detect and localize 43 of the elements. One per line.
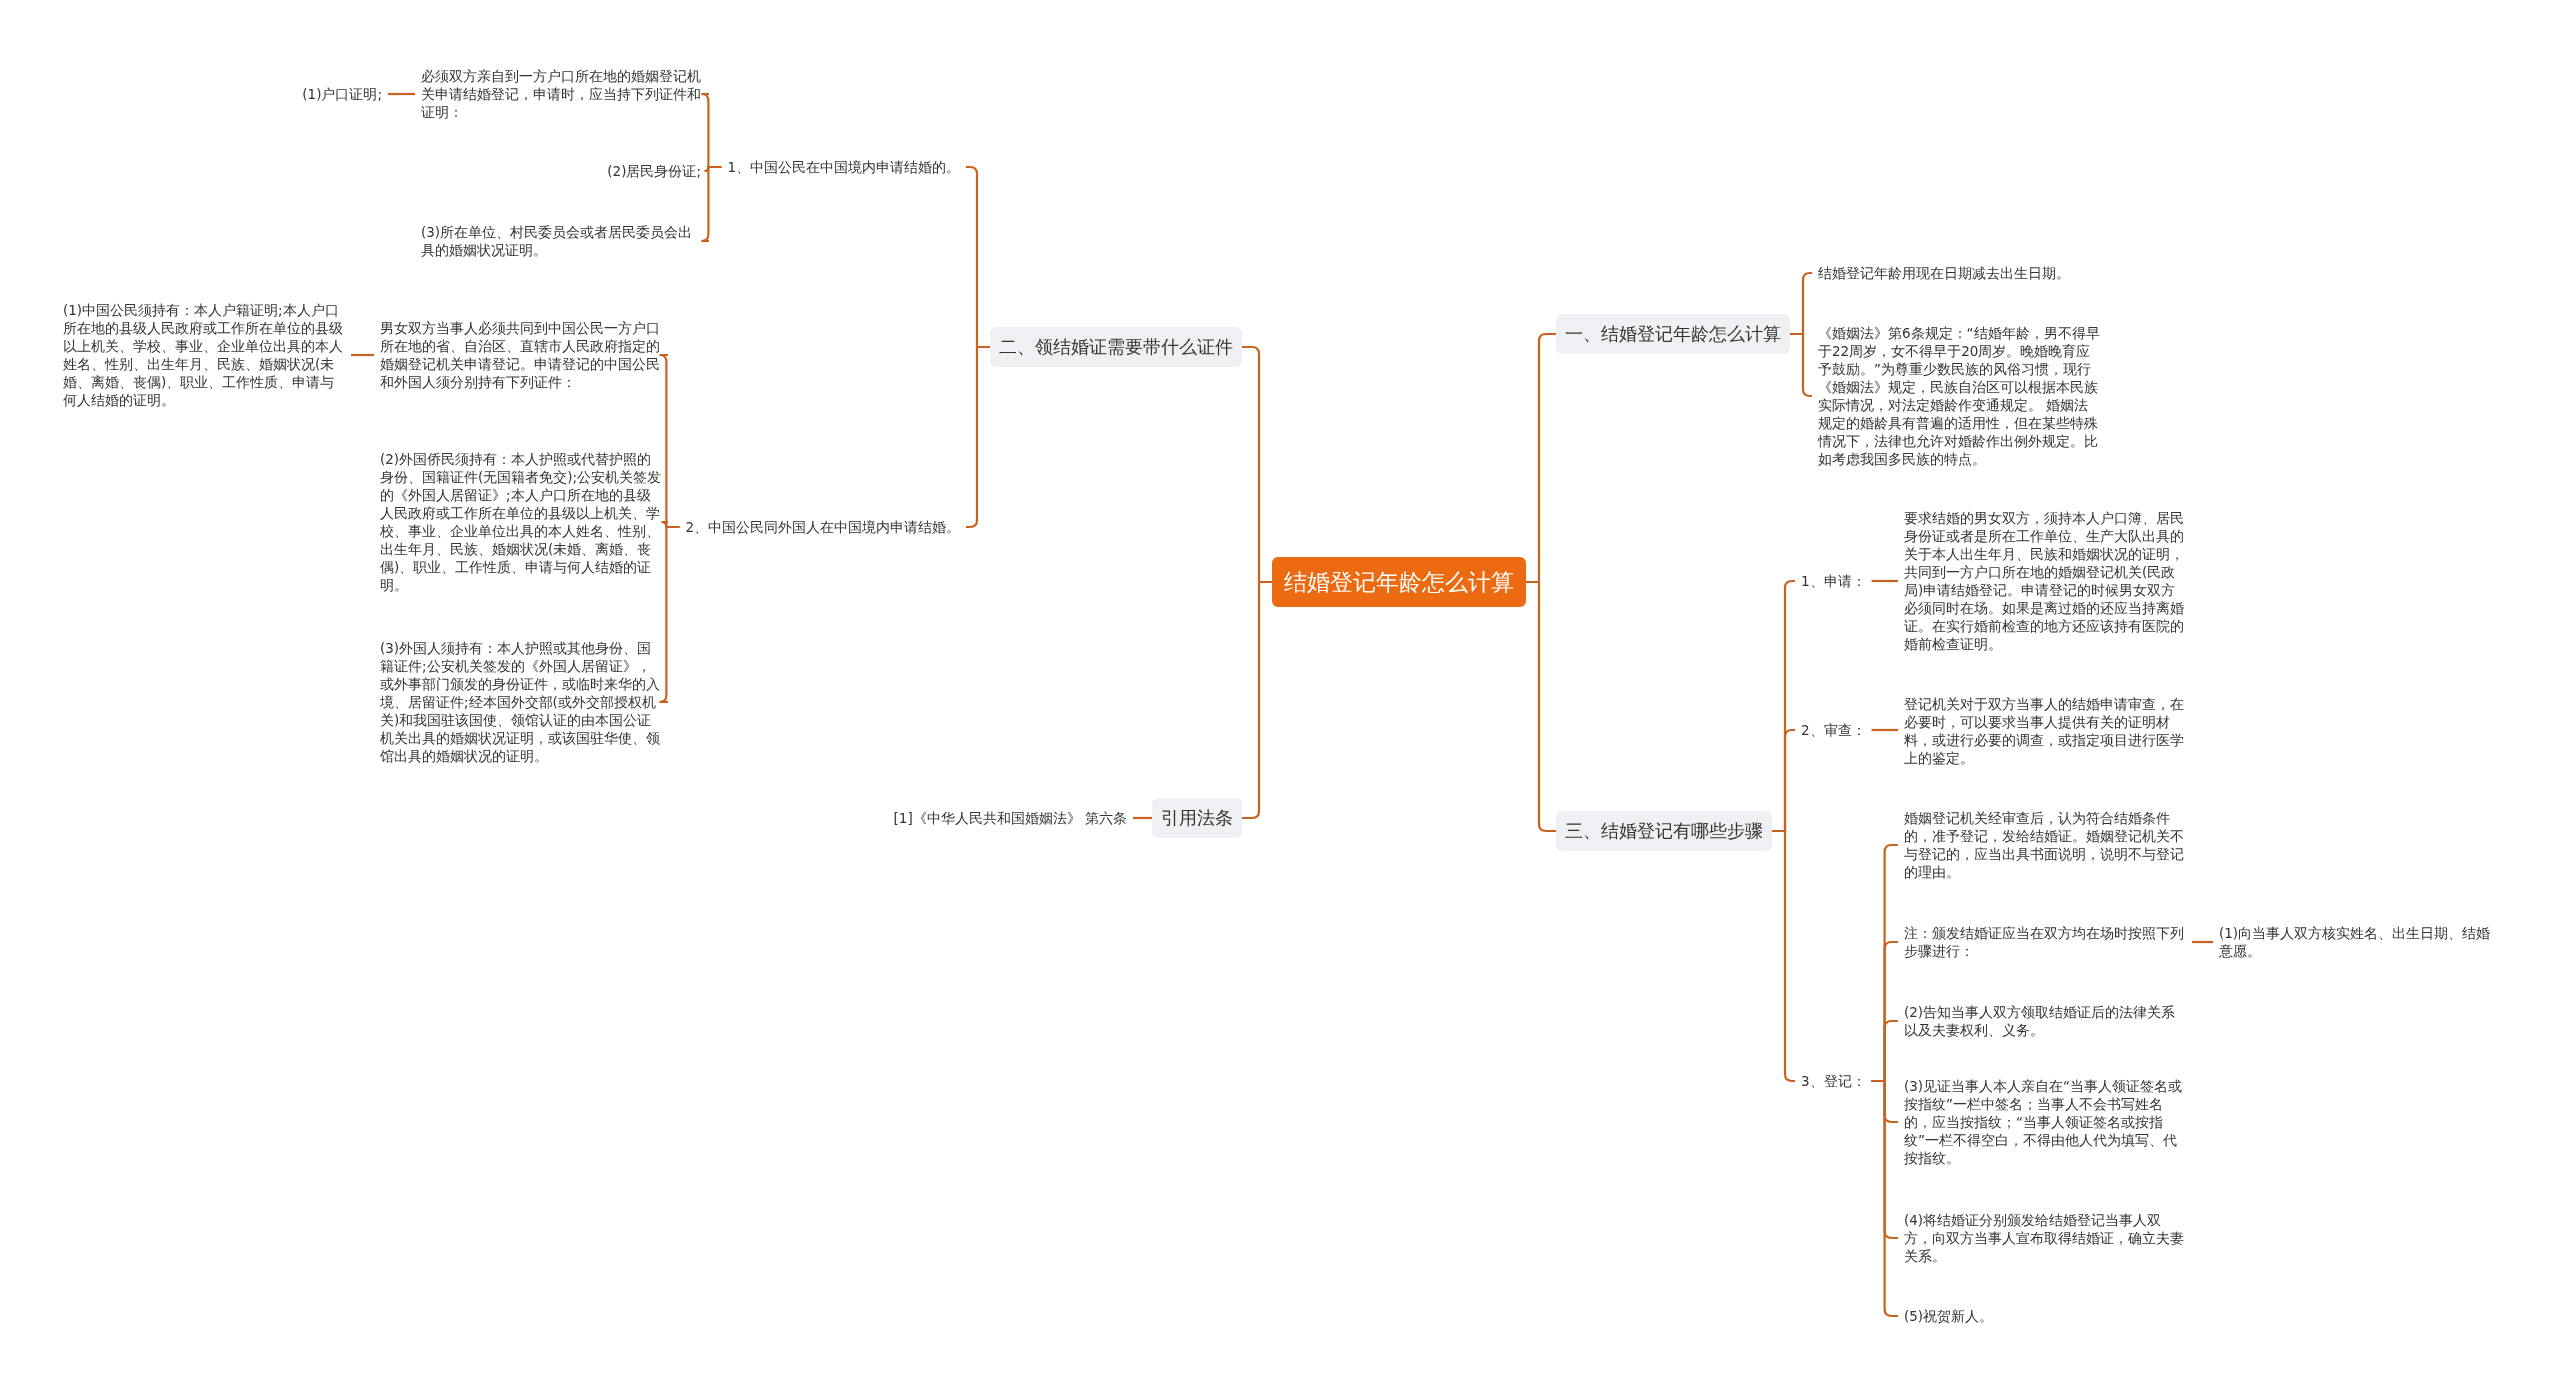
connector-line (1871, 728, 1898, 732)
branch-box: 一、结婚登记年龄怎么计算 (1556, 314, 1790, 354)
connector-line (351, 353, 374, 357)
node-text: 1、申请： (1795, 572, 1872, 590)
node-text: 2、审查： (1795, 721, 1872, 739)
connector-line (1242, 580, 1272, 820)
node-text: (5)祝贺新人。 (1898, 1307, 2000, 1325)
node-text: 要求结婚的男女双方，须持本人户口簿、居民身份证或者是所在工作单位、生产大队出具的关于本人出生年月、民族和婚姻状况的证明，共同到一方户口所在地的婚姻登记机关(民政局)申请结婚登记。申请登记的时候男女双方必须同时在场。如果是离过婚的还应当持离婚证。在实行婚前检查的地方还应该持有医院的婚前检查证明。 (1898, 509, 2192, 653)
node-text: (1)中国公民须持有：本人户籍证明;本人户口所在地的县级人民政府或工作所在单位的县级以上机关、学校、事业、企业单位出具的本人姓名、性别、出生年月、民族、婚姻状况(未婚、离婚、丧偶)、职业、工作性质、申请与何人结婚的证明。 (57, 301, 351, 409)
connector-line (1772, 829, 1795, 1083)
node-text: (3)外国人须持有：本人护照或其他身份、国籍证件;公安机关签发的《外国人居留证》，或外事部门颁发的身份证件，或临时来华的入境、居留证件;经本国外交部(或外交部授权机关)和我国驻该国使、领馆认证的由本国公证机关出具的婚姻状况证明，或该国驻华使、领馆出具的婚姻状况的证明。 (374, 639, 668, 765)
branch-box: 二、领结婚证需要带什么证件 (990, 327, 1242, 367)
node-text: 《婚姻法》第6条规定：“结婚年龄，男不得早于22周岁，女不得早于20周岁。晚婚晚育应予鼓励。”为尊重少数民族的风俗习惯，现行《婚姻法》规定，民族自治区可以根据本民族实际情况，对法定婚龄作变通规定。 婚姻法规定的婚龄具有普遍的适用性，但在某些特殊情况下，法律也允许对婚龄作出例外规定。比如考虑我国多民族的特点。 (1812, 324, 2106, 468)
connector-line (1790, 332, 1812, 398)
branch-box: 引用法条 (1152, 798, 1242, 838)
connector-line (700, 165, 722, 243)
node-text: (2)外国侨民须持有：本人护照或代替护照的身份、国籍证件(无国籍者免交);公安机关签发的《外国人居留证》;本人户口所在地的县级人民政府或工作所在单位的县级以上机关、学校、事业、企业单位出具的本人姓名、性别、出生年月、民族、婚姻状况(未婚、离婚、丧偶)、职业、工作性质、申请与何人结婚的证明。 (374, 450, 668, 594)
node-text: 3、登记： (1795, 1072, 1872, 1090)
node-text: 婚姻登记机关经审查后，认为符合结婚条件的，准予登记，发给结婚证。婚姻登记机关不与登记的，应当出具书面说明，说明不与登记的理由。 (1898, 809, 2192, 881)
connector-line (1871, 579, 1898, 583)
topic-box: 结婚登记年龄怎么计算 (1272, 557, 1526, 607)
node-text: 必须双方亲自到一方户口所在地的婚姻登记机关申请结婚登记，申请时，应当持下列证件和证明： (415, 67, 709, 121)
connector-line (1526, 580, 1556, 833)
node-text: 登记机关对于双方当事人的结婚申请审查，在必要时，可以要求当事人提供有关的证明材料，或进行必要的调查，或指定项目进行医学上的鉴定。 (1898, 695, 2192, 767)
node-text: 2、中国公民同外国人在中国境内申请结婚。 (679, 518, 966, 536)
node-text: 1、中国公民在中国境内申请结婚的。 (721, 158, 966, 176)
node-text: (1)向当事人双方核实姓名、出生日期、结婚意愿。 (2213, 924, 2497, 960)
node-text: (2)告知当事人双方领取结婚证后的法律关系以及夫妻权利、义务。 (1898, 1003, 2192, 1039)
branch-box: 三、结婚登记有哪些步骤 (1556, 811, 1772, 851)
connector-line (658, 525, 680, 704)
node-text: (2)居民身份证; (601, 162, 707, 180)
node-text: 注：颁发结婚证应当在双方均在场时按照下列步骤进行： (1898, 924, 2192, 960)
node-text: (4)将结婚证分别颁发给结婚登记当事人双方，向双方当事人宣布取得结婚证，确立夫妻关系。 (1898, 1211, 2192, 1265)
node-text: (3)所在单位、村民委员会或者居民委员会出具的婚姻状况证明。 (415, 223, 709, 259)
connector-line (388, 92, 415, 96)
node-text: 结婚登记年龄用现在日期减去出生日期。 (1812, 264, 2076, 282)
connector-line (1133, 816, 1152, 820)
connector-line (966, 345, 990, 529)
node-text: 男女双方当事人必须共同到中国公民一方户口所在地的省、自治区、直辖市人民政府指定的婚姻登记机关申请登记。申请登记的中国公民和外国人须分别持有下列证件： (374, 319, 668, 391)
node-text: (1)户口证明; (296, 85, 388, 103)
connector-line (2192, 940, 2213, 944)
node-text: [1]《中华人民共和国婚姻法》 第六条 (887, 809, 1133, 827)
node-text: (3)见证当事人本人亲自在“当事人领证签名或按指纹”一栏中签名；当事人不会书写姓名的，应当按指纹；“当事人领证签名或按指纹”一栏不得空白，不得由他人代为填写、代按指纹。 (1898, 1077, 2192, 1167)
